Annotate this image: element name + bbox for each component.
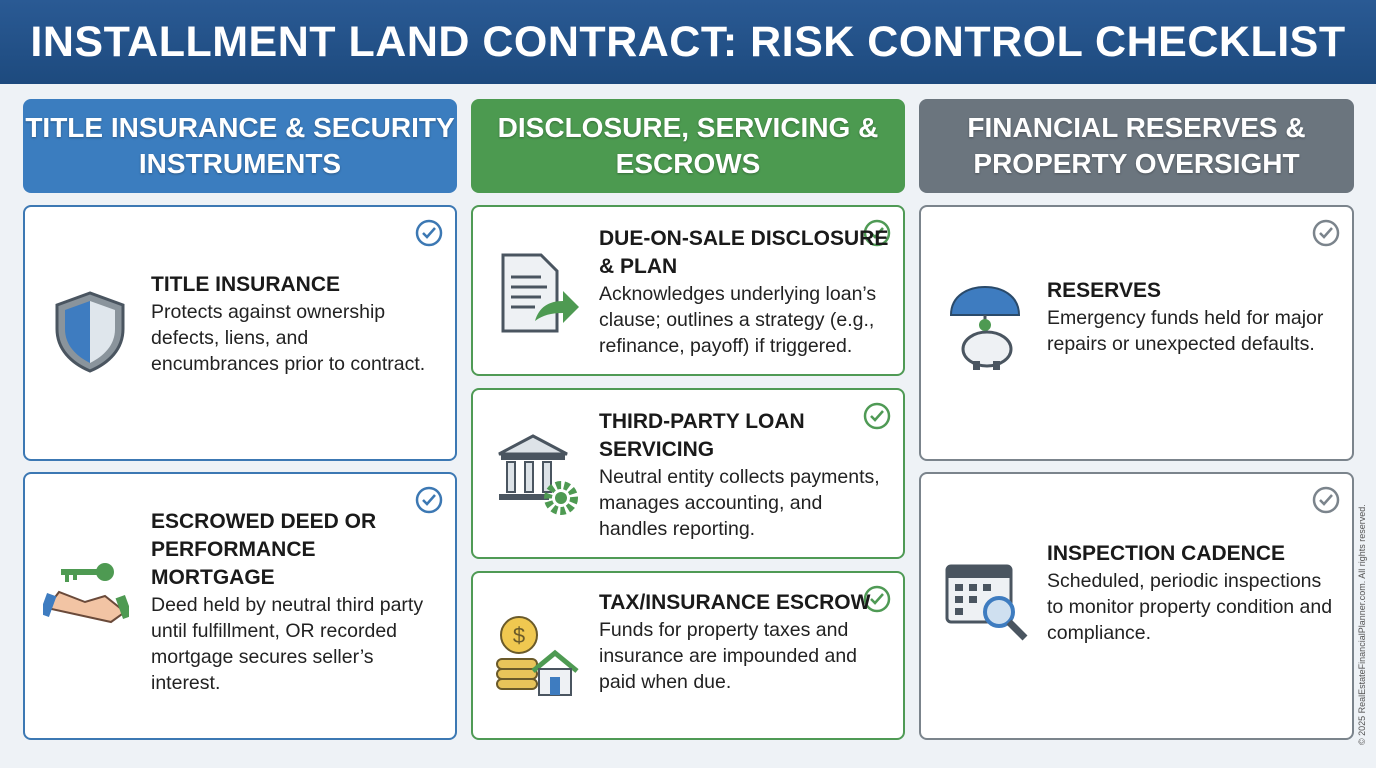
check-circle-icon <box>863 219 891 247</box>
check-circle-icon <box>863 402 891 430</box>
item-title: RESERVES <box>1047 279 1161 302</box>
item-description: Scheduled, periodic inspections to monit… <box>1047 570 1333 644</box>
item-title: TAX/INSURANCE ESCROW <box>599 591 871 614</box>
svg-text:$: $ <box>513 623 525 648</box>
calendar-magnifier-icon <box>945 564 1028 641</box>
check-circle-icon <box>415 219 443 247</box>
checklist-card-title-insurance: TITLE INSURANCE Protects against ownershi… <box>23 205 457 461</box>
umbrella-piggy-bank-icon <box>949 285 1021 370</box>
shield-icon <box>55 291 125 373</box>
item-title: TITLE INSURANCE <box>151 273 340 296</box>
check-circle-icon <box>415 486 443 514</box>
coins-house-icon: $ <box>496 616 579 696</box>
item-title: INSPECTION CADENCE <box>1047 542 1286 565</box>
checklist-card-reserves: RESERVES Emergency funds held for major r… <box>919 205 1354 461</box>
copyright-notice: © 2025 RealEstateFinancialPlanner.com. A… <box>1357 504 1367 745</box>
check-circle-icon <box>1312 219 1340 247</box>
checklist-card-tax-escrow: $ TAX/INSURANCE ESCROW Funds for property… <box>471 571 905 740</box>
item-title: THIRD-PARTY LOAN SERVICING <box>599 410 805 461</box>
page-title: INSTALLMENT LAND CONTRACT: RISK CONTROL … <box>0 0 1376 84</box>
check-circle-icon <box>1312 486 1340 514</box>
item-description: Acknowledges underlying loan’s clause; o… <box>599 283 877 357</box>
item-description: Emergency funds held for major repairs o… <box>1047 307 1324 355</box>
document-arrow-icon <box>501 253 579 333</box>
column-header-disclosure: DISCLOSURE, SERVICING & ESCROWS <box>471 99 905 193</box>
item-title: DUE-ON-SALE DISCLOSURE & PLAN <box>599 227 889 278</box>
item-description: Deed held by neutral third party until f… <box>151 594 424 694</box>
column-header-reserves: FINANCIAL RESERVES & PROPERTY OVERSIGHT <box>919 99 1354 193</box>
handshake-key-icon <box>43 563 129 624</box>
check-circle-icon <box>863 585 891 613</box>
bank-gear-icon <box>498 434 578 515</box>
item-description: Neutral entity collects payments, manage… <box>599 466 880 540</box>
item-description: Funds for property taxes and insurance a… <box>599 619 858 693</box>
item-title: ESCROWED DEED OR PERFORMANCE MORTGAGE <box>151 510 377 589</box>
item-description: Protects against ownership defects, lien… <box>151 301 426 375</box>
column-header-title-insurance: TITLE INSURANCE & SECURITY INSTRUMENTS <box>23 99 457 193</box>
checklist-card-inspection: INSPECTION CADENCE Scheduled, periodic in… <box>919 472 1354 740</box>
